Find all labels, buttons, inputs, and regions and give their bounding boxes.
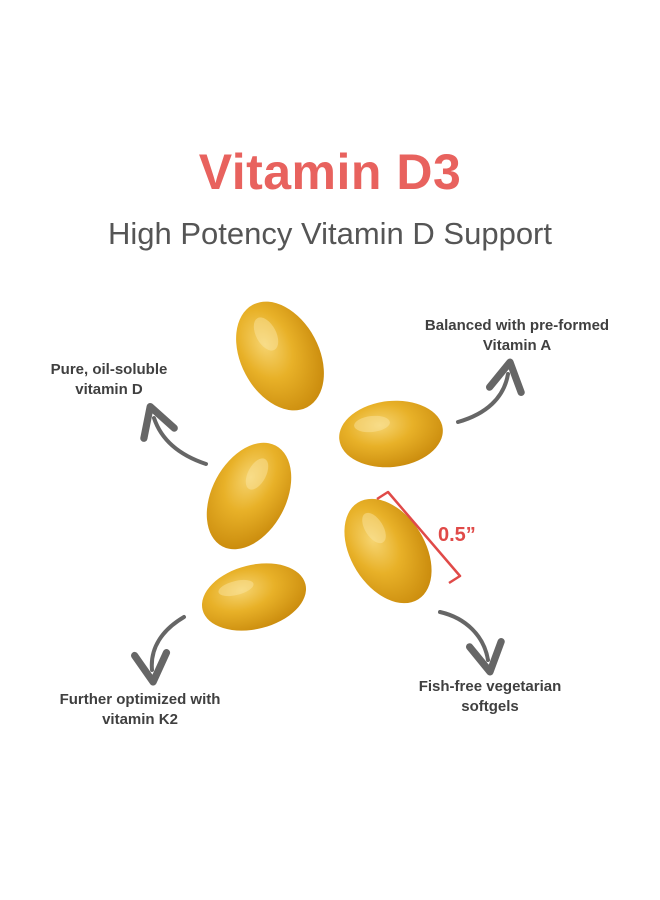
callout-fish-free-softgels: Fish-free vegetarian softgels [418, 678, 562, 715]
arrow-balanced [456, 358, 525, 424]
softgel-4 [344, 498, 432, 604]
size-label: 0.5” [438, 524, 476, 546]
softgel-2 [339, 400, 443, 468]
softgel-3 [206, 442, 292, 550]
measure-bracket [376, 490, 462, 585]
callout-balanced-vitamin-a: Balanced with pre-formed Vitamin A [424, 317, 610, 354]
callout-vitamin-k2: Further optimized with vitamin K2 [59, 691, 221, 728]
callout-pure-vitamin-d: Pure, oil-soluble vitamin D [50, 361, 168, 398]
softgel-1 [236, 301, 324, 411]
arrow-pure [140, 403, 208, 466]
page-subtitle: High Potency Vitamin D Support [108, 216, 552, 251]
arrow-further [131, 615, 186, 686]
page-title: Vitamin D3 [198, 144, 462, 200]
softgel-5 [201, 563, 307, 631]
arrow-fish-free [438, 610, 505, 676]
